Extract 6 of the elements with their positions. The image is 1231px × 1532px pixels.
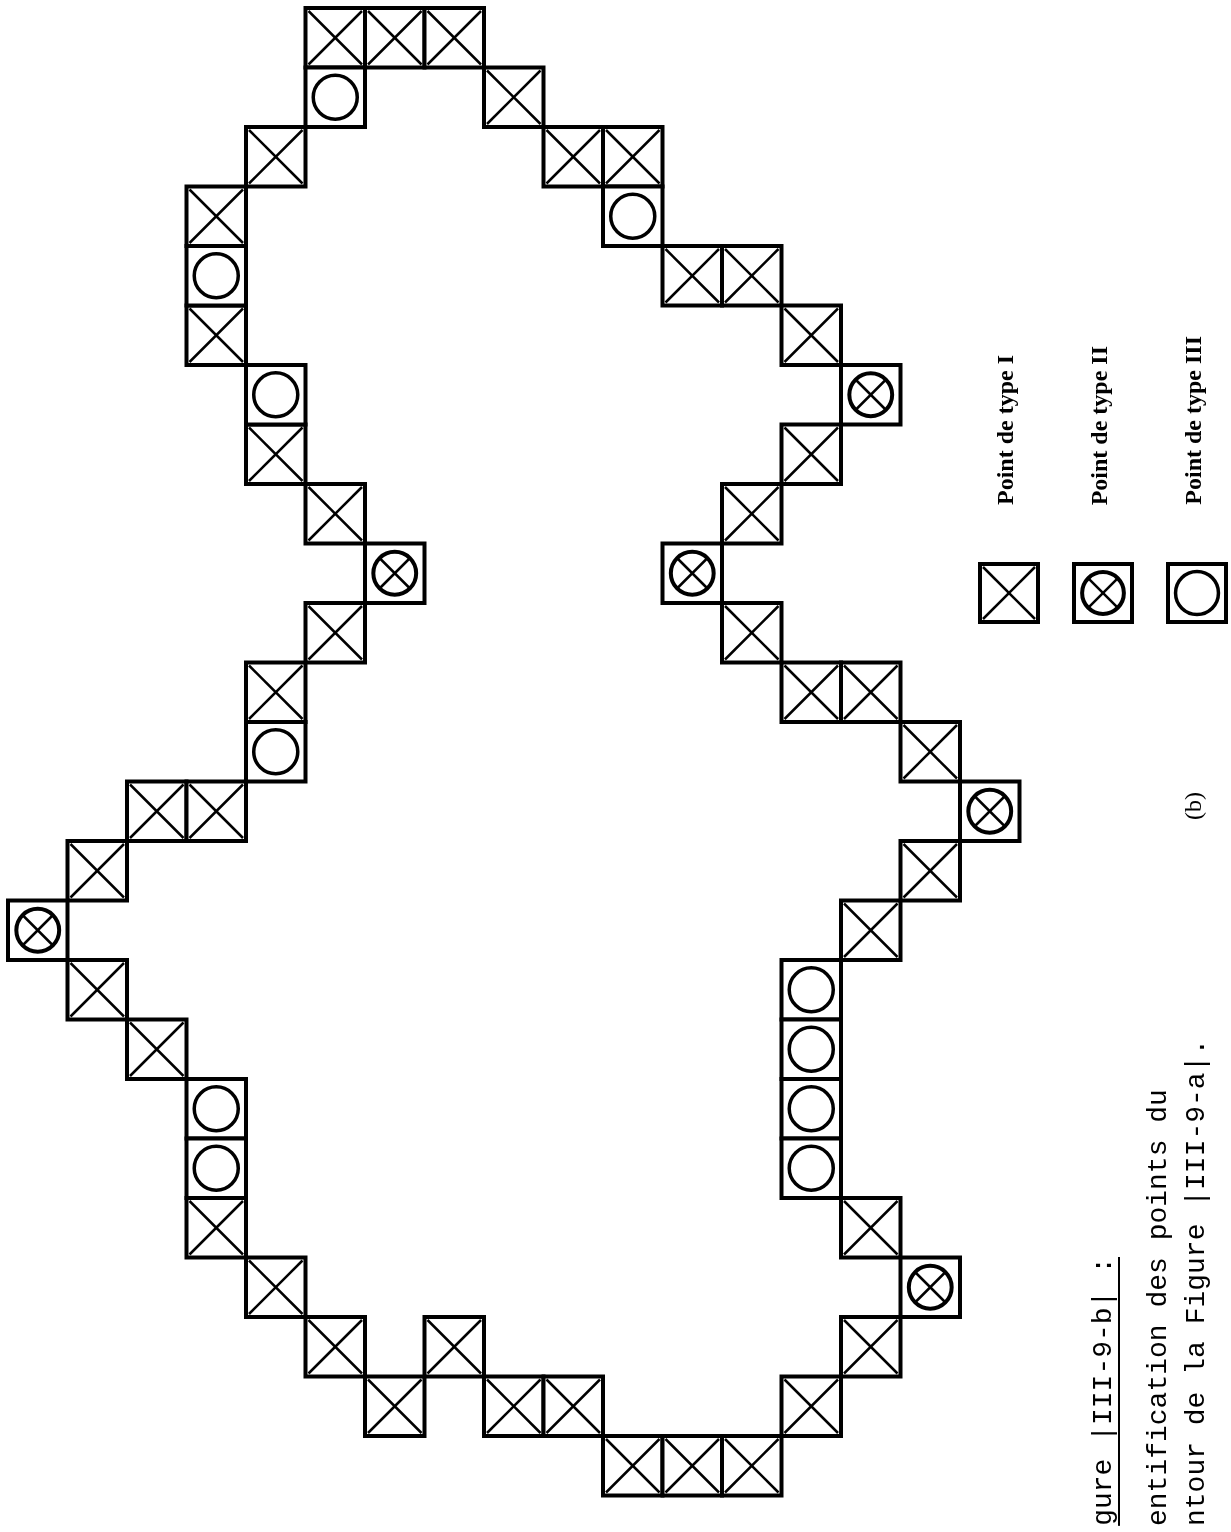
legend-label: Point de type II xyxy=(1086,345,1113,505)
figure-title: gure |III-9-b| : xyxy=(1088,1257,1119,1526)
figure-caption: entification des points du ntour de la Figure |III-9-a|. xyxy=(1142,1037,1213,1526)
panel-label: (b) xyxy=(1180,792,1207,820)
legend-label: Point de type III xyxy=(1180,336,1207,505)
legend-label: Point de type I xyxy=(992,355,1019,505)
